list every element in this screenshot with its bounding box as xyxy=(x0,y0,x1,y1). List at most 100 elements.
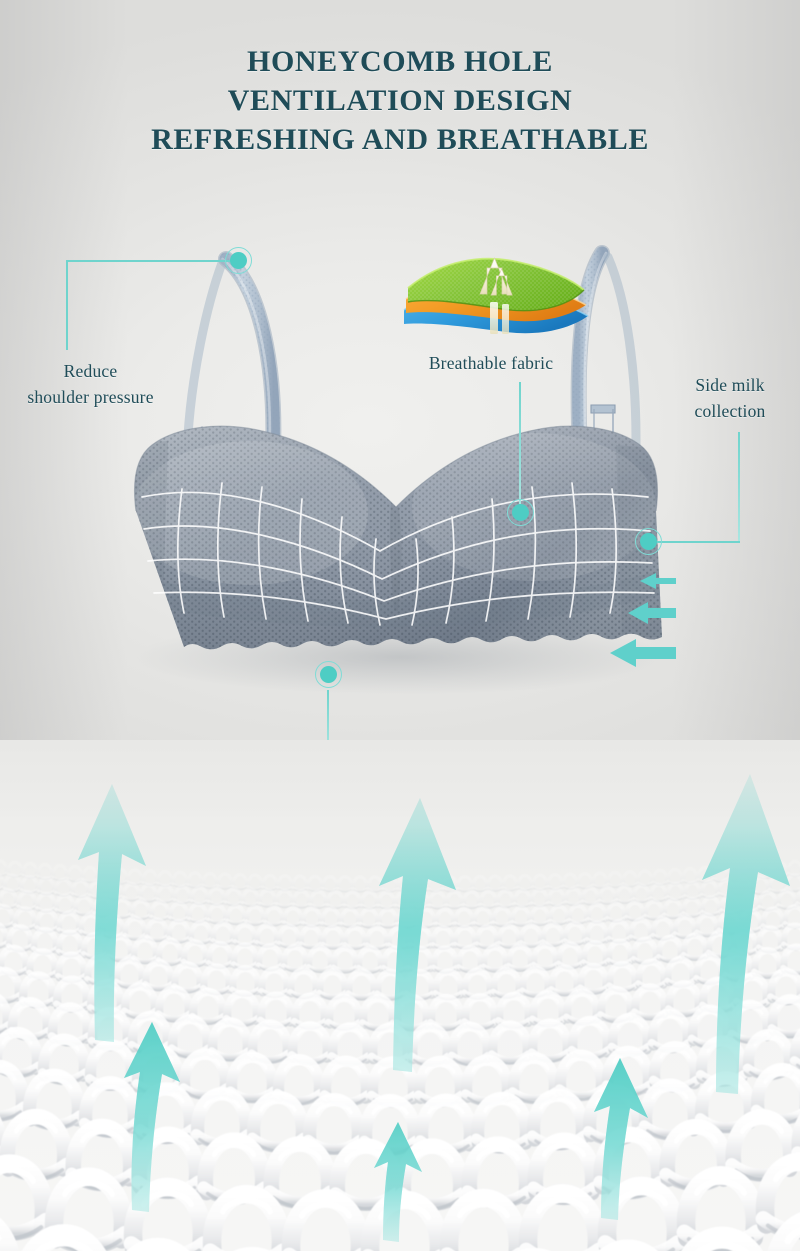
knit-loop-highlight xyxy=(36,931,54,937)
knit-loop xyxy=(767,968,800,1004)
knit-loop xyxy=(167,1014,213,1057)
knit-loop xyxy=(0,1154,54,1236)
contour-grid-overlay xyxy=(141,482,655,626)
callout-dot-icon[interactable] xyxy=(225,247,252,274)
knit-loop xyxy=(519,965,552,996)
knit-loop-highlight xyxy=(13,1119,59,1134)
knit-loop xyxy=(606,938,634,966)
callout-label-reduce-shoulder-pressure: Reduce shoulder pressure xyxy=(0,358,183,411)
knit-loop xyxy=(0,994,13,1033)
knit-loop-highlight xyxy=(62,1180,115,1198)
knit-loop-highlight xyxy=(776,1000,800,1010)
knit-loop xyxy=(529,990,567,1026)
knit-loop xyxy=(0,922,9,948)
knit-loop xyxy=(427,993,465,1029)
knit-loop xyxy=(647,1009,693,1051)
knit-loop xyxy=(531,942,559,970)
callout-line-1: Side milk xyxy=(695,375,765,395)
knit-loop xyxy=(56,929,84,956)
knit-loop xyxy=(751,1062,800,1121)
knit-loop-highlight xyxy=(611,942,629,949)
callout-dot-icon[interactable] xyxy=(635,528,662,555)
knit-loop xyxy=(780,943,800,974)
knit-loop xyxy=(316,968,349,999)
knit-loop xyxy=(431,945,459,972)
knit-loop-highlight xyxy=(699,958,720,965)
knit-loop xyxy=(767,994,800,1036)
knit-loop-highlight xyxy=(366,999,390,1008)
knit-loop-highlight xyxy=(416,1029,444,1038)
knit-loop xyxy=(47,1002,93,1044)
knit-loop-highlight xyxy=(26,976,50,985)
knit-loop xyxy=(681,1226,763,1251)
callout-dot-icon[interactable] xyxy=(315,661,342,688)
leader-line-side-h xyxy=(657,541,740,543)
knit-loop-highlight xyxy=(35,1077,73,1090)
knit-loop-highlight xyxy=(91,1085,129,1098)
knit-loop-highlight xyxy=(211,1143,257,1158)
bra-body xyxy=(133,425,663,650)
knit-loop-highlight xyxy=(128,988,152,996)
knit-loop-highlight xyxy=(686,937,704,943)
knit-loop-highlight xyxy=(95,1047,127,1058)
knit-loop-highlight xyxy=(539,1097,577,1110)
knit-loop xyxy=(156,937,184,965)
knit-loop xyxy=(461,993,499,1029)
knit-loop xyxy=(581,940,609,967)
knit-loop xyxy=(19,971,57,1007)
knit-loop-highlight xyxy=(56,1009,84,1018)
knit-loop-highlight xyxy=(468,998,492,1006)
knit-loop xyxy=(554,1049,608,1098)
knit-loop xyxy=(471,1091,533,1150)
knit-loop xyxy=(131,936,159,963)
leader-line-fabric-v xyxy=(519,382,521,504)
knit-loop-highlight xyxy=(189,1056,221,1067)
knit-loop-highlight xyxy=(196,993,220,1001)
knit-loop-highlight xyxy=(16,1003,44,1013)
knit-loop xyxy=(291,992,329,1028)
knit-loop xyxy=(55,951,88,982)
knit-loop xyxy=(0,966,23,1002)
knit-loop xyxy=(447,1021,493,1064)
knit-loop-highlight xyxy=(361,949,379,956)
knit-loop xyxy=(665,980,703,1016)
knit-loop-highlight xyxy=(536,996,560,1004)
knit-loop-highlight xyxy=(336,949,354,956)
knit-loop-highlight xyxy=(296,1027,324,1037)
knit-loop-highlight xyxy=(525,970,546,977)
knit-loop-highlight xyxy=(277,1147,323,1162)
side-compression-arrow-icon xyxy=(640,573,676,589)
knit-purl-bar xyxy=(306,963,334,974)
knit-loop xyxy=(319,1055,373,1104)
knit-loop-highlight xyxy=(322,973,343,980)
knit-loop-highlight xyxy=(583,967,604,974)
knit-loop-highlight xyxy=(427,1102,465,1115)
knit-loop-highlight xyxy=(694,1179,747,1196)
title-line-3: REFRESHING AND BREATHABLE xyxy=(151,123,649,156)
callout-dot-icon[interactable] xyxy=(507,499,534,526)
knit-loop-highlight xyxy=(604,991,628,999)
airflow-arrow-overlay xyxy=(374,1122,422,1242)
callout-line-1: Reduce xyxy=(63,361,118,381)
knit-purl-bar xyxy=(320,941,346,950)
knit-loop xyxy=(325,993,363,1029)
knit-loop xyxy=(281,944,309,971)
knit-loop xyxy=(178,1048,232,1097)
knit-loop-highlight xyxy=(673,1129,719,1144)
callout-label-side-milk-collection: Side milk collection xyxy=(660,372,800,425)
knit-shadow xyxy=(0,944,6,949)
knit-loop-highlight xyxy=(536,946,554,953)
knit-loop xyxy=(287,1021,333,1063)
knit-loop xyxy=(281,1189,370,1251)
knit-loop xyxy=(648,1040,702,1090)
knit-purl-bar xyxy=(0,1021,13,1034)
knit-loop-highlight xyxy=(186,943,204,950)
knit-loop xyxy=(789,1028,800,1070)
knit-loop-highlight xyxy=(753,1036,785,1047)
knit-loop xyxy=(506,943,534,971)
title-line-1: HONEYCOMB HOLE xyxy=(247,45,553,78)
knit-loop-highlight xyxy=(311,949,329,955)
knit-loop-highlight xyxy=(612,1053,644,1064)
knit-loop xyxy=(415,1093,477,1152)
